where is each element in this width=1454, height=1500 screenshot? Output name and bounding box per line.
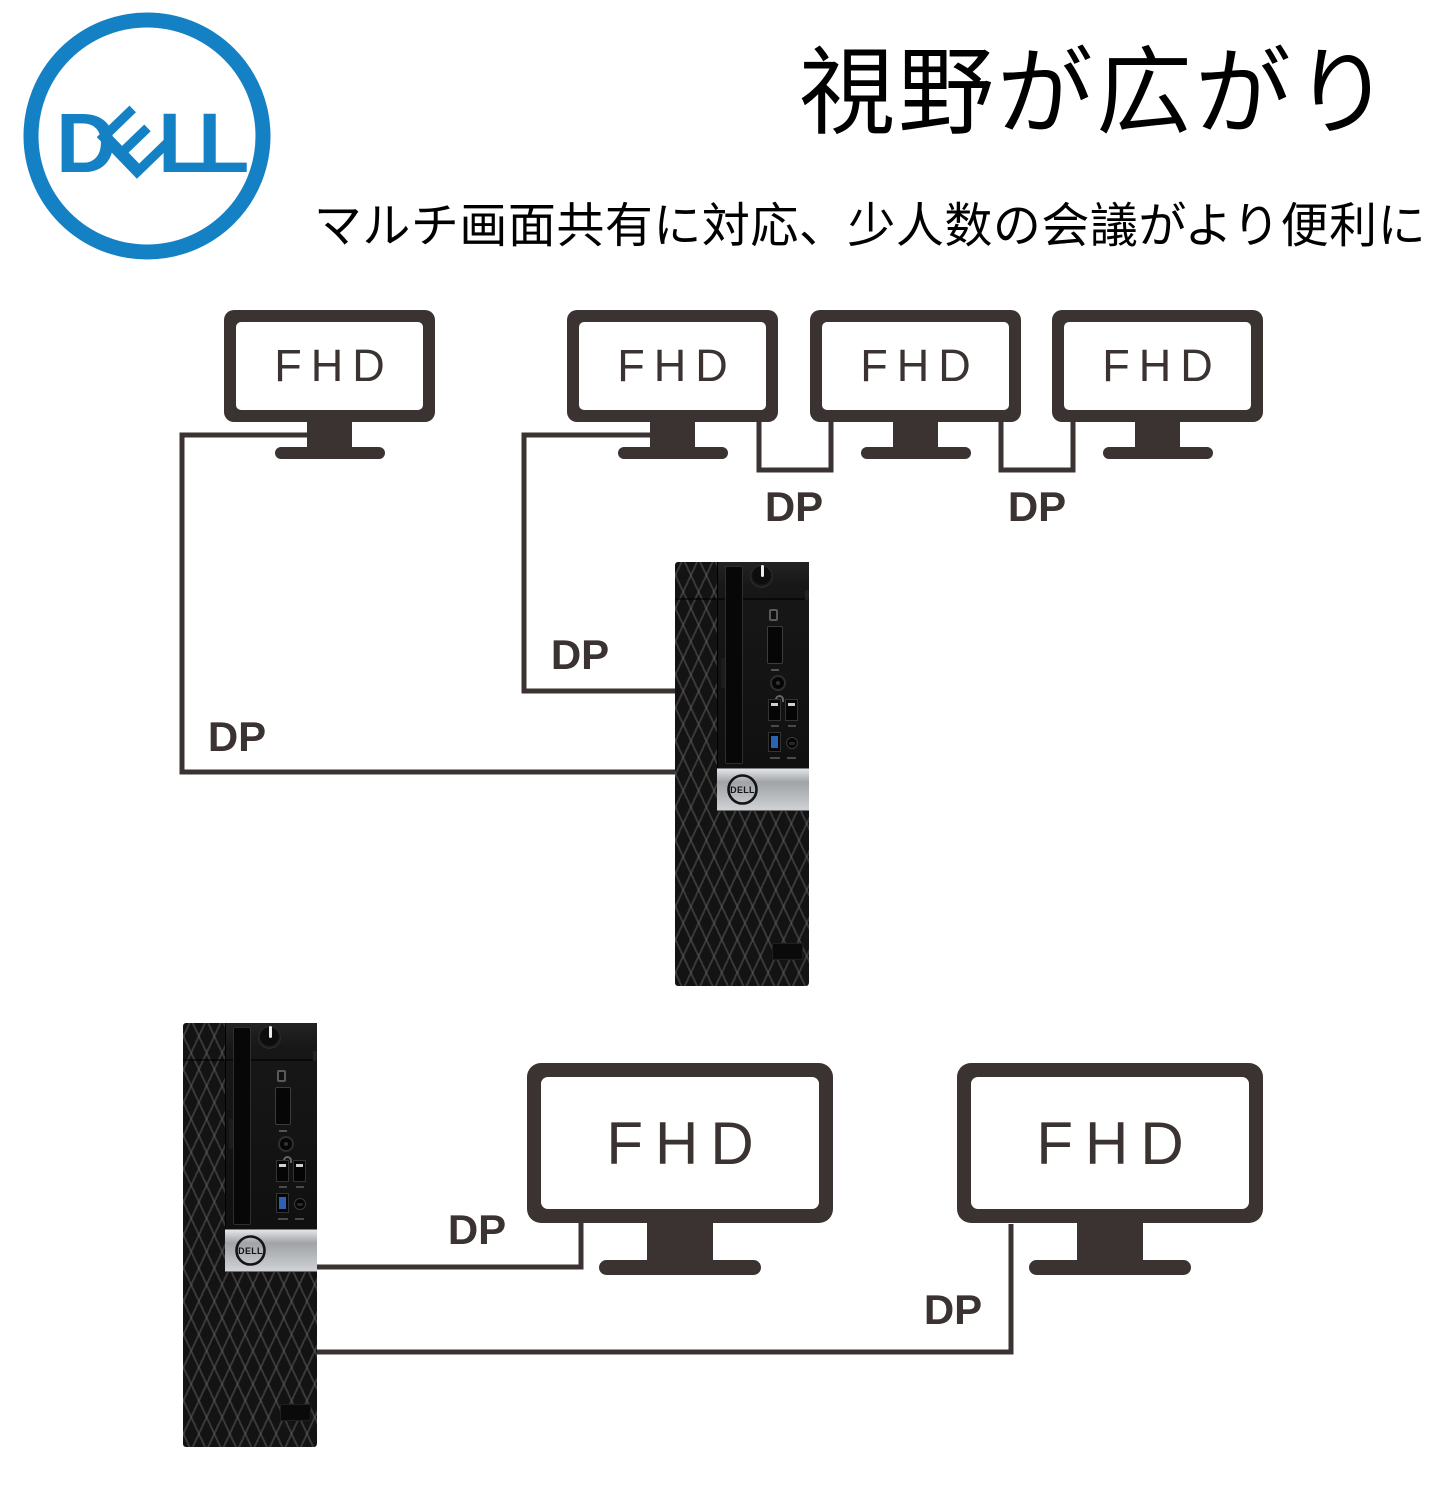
- monitor-screen: FHD: [822, 322, 1009, 410]
- monitor-label: FHD: [606, 1109, 766, 1177]
- dp-label-daisy1: DP: [764, 483, 824, 530]
- monitor-screen: FHD: [1064, 322, 1251, 410]
- monitor-frame: FHD: [810, 310, 1021, 422]
- odd-eject-button: [229, 1119, 233, 1149]
- usb-port-label: [279, 1186, 287, 1188]
- dell-badge-text: DELL: [730, 785, 755, 795]
- monitor-label: FHD: [860, 340, 980, 391]
- power-button: [750, 565, 773, 588]
- sff-computer-bottom: DELL: [183, 1023, 317, 1447]
- dell-badge-ring: [727, 774, 758, 805]
- monitor-stand-base: [1029, 1260, 1191, 1275]
- chassis-tab: [313, 1051, 317, 1061]
- odd-eject-button: [721, 658, 725, 688]
- optical-drive-slot: [233, 1027, 251, 1225]
- sd-card-slot: [767, 626, 783, 664]
- monitor-stand-neck: [307, 421, 352, 447]
- usb-a-port-1: [768, 699, 781, 721]
- dell-badge-text: DELL: [238, 1246, 263, 1256]
- monitor-stand-base: [599, 1260, 761, 1275]
- monitor-frame: FHD: [224, 310, 435, 422]
- silver-band: DELL: [225, 1229, 317, 1272]
- usb-a-port-2: [293, 1160, 306, 1182]
- bottom-plate: [280, 1404, 311, 1421]
- dp-label-monitor1: DP: [207, 713, 267, 760]
- usb-port-label: [295, 1218, 304, 1220]
- monitor-stand-base: [617, 447, 728, 459]
- dp-label-monitor2: DP: [550, 631, 610, 678]
- monitor-fhd-6: FHD: [957, 1063, 1263, 1275]
- dell-badge-ring: [235, 1235, 266, 1266]
- monitor-screen: FHD: [579, 322, 766, 410]
- dp-label-daisy2: DP: [1007, 483, 1067, 530]
- monitor-frame: FHD: [527, 1063, 833, 1223]
- dell-logo: D E L L: [23, 12, 271, 260]
- monitor-stand-base: [860, 447, 971, 459]
- usb-3-port: [768, 732, 781, 752]
- monitor-fhd-1: FHD: [224, 310, 435, 459]
- usb-a-port-1: [276, 1160, 289, 1182]
- page-title: 視野が広がり: [799, 40, 1393, 147]
- monitor-label: FHD: [1036, 1109, 1196, 1177]
- sff-computer-top: DELL: [675, 562, 809, 986]
- power-button: [258, 1026, 281, 1049]
- dell-letter-d: D: [56, 96, 117, 190]
- monitor-fhd-5: FHD: [527, 1063, 833, 1275]
- monitor-label: FHD: [617, 340, 737, 391]
- usb-port-label: [788, 725, 796, 727]
- dell-badge: DELL: [235, 1235, 266, 1266]
- monitor-stand-neck: [893, 421, 938, 447]
- usb-port-label: [296, 1186, 304, 1188]
- monitor-stand-base: [1102, 447, 1213, 459]
- monitor-stand-neck: [650, 421, 695, 447]
- usb-port-label: [771, 725, 779, 727]
- usb-port-label: [787, 757, 796, 759]
- dp-label-monitor5: DP: [447, 1206, 507, 1253]
- monitor-stand-neck: [1077, 1222, 1143, 1260]
- sd-slot-label: [279, 1130, 287, 1132]
- dell-letter-l1: L: [158, 96, 209, 190]
- monitor-frame: FHD: [957, 1063, 1263, 1223]
- monitor-screen: FHD: [541, 1077, 819, 1209]
- monitor-screen: FHD: [971, 1077, 1249, 1209]
- monitor-screen: FHD: [236, 322, 423, 410]
- dell-badge: DELL: [727, 774, 758, 805]
- usb-3-port: [276, 1193, 289, 1213]
- monitor-stand-base: [274, 447, 385, 459]
- power-button-slit: [269, 1026, 272, 1038]
- dell-letter-l2: L: [198, 96, 249, 190]
- usb-c-port: [294, 1198, 306, 1210]
- usb-port-label: [770, 757, 780, 759]
- dell-logo-circle: [23, 12, 271, 260]
- monitor-stand-neck: [1135, 421, 1180, 447]
- usb-a-port-2: [785, 699, 798, 721]
- bottom-plate: [772, 943, 803, 960]
- monitor-frame: FHD: [1052, 310, 1263, 422]
- silver-band: DELL: [717, 768, 809, 811]
- headphone-icon: [283, 1156, 292, 1163]
- sd-card-slot: [275, 1087, 291, 1125]
- monitor-frame: FHD: [567, 310, 778, 422]
- monitor-label: FHD: [274, 340, 394, 391]
- chassis-tab: [805, 590, 809, 600]
- monitor-fhd-3: FHD: [810, 310, 1021, 459]
- monitor-stand-neck: [647, 1222, 713, 1260]
- sd-slot-label: [771, 669, 779, 671]
- monitor-label: FHD: [1102, 340, 1222, 391]
- headphone-jack: [770, 675, 786, 691]
- usb-c-port: [786, 737, 798, 749]
- dp-label-monitor6: DP: [923, 1286, 983, 1333]
- optical-drive-slot: [725, 566, 743, 764]
- headphone-icon: [775, 695, 784, 702]
- monitor-fhd-4: FHD: [1052, 310, 1263, 459]
- headphone-jack: [278, 1136, 294, 1152]
- sd-card-icon: [769, 609, 778, 621]
- sd-card-icon: [277, 1070, 286, 1082]
- power-button-slit: [761, 565, 764, 577]
- page-subtitle: マルチ画面共有に対応、少人数の会議がより便利に: [313, 200, 1427, 253]
- monitor-fhd-2: FHD: [567, 310, 778, 459]
- usb-port-label: [278, 1218, 288, 1220]
